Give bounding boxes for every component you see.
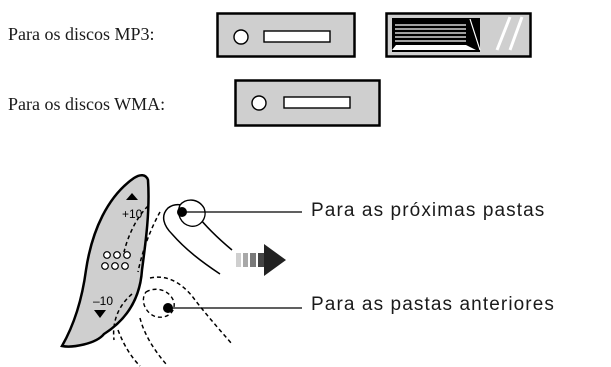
disc-player-icon — [216, 12, 356, 58]
disc-player-icon — [234, 79, 381, 127]
arrow-up-icon — [126, 193, 138, 200]
finger-icon — [162, 199, 302, 275]
remote-control-icon — [60, 174, 150, 348]
next-folders-label: Para as próximas pastas — [311, 200, 546, 221]
previous-folders-label: Para as pastas anteriores — [311, 294, 556, 315]
folder-display-icon — [385, 12, 532, 58]
minus-ten-label: –10 — [93, 294, 113, 308]
mp3-label: Para os discos MP3: — [8, 24, 155, 44]
arrow-right-icon — [236, 244, 286, 276]
arrow-down-icon — [94, 310, 106, 318]
wma-label: Para os discos WMA: — [8, 94, 166, 114]
finger-icon — [112, 276, 302, 367]
plus-ten-label: +10 — [122, 207, 143, 221]
